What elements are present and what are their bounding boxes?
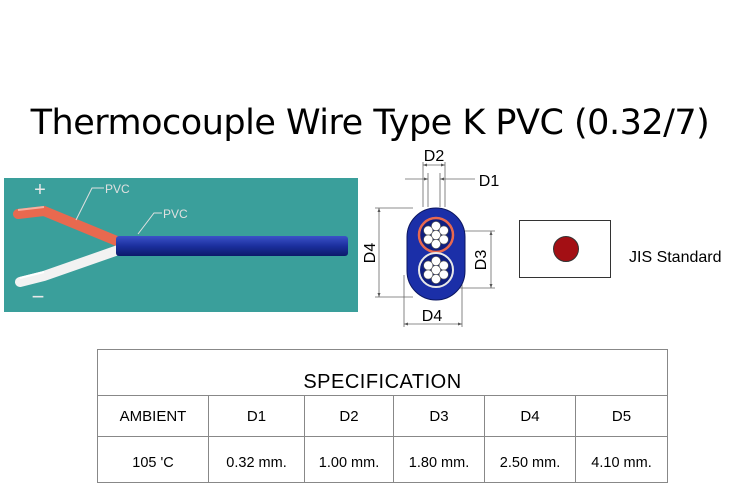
dim-d4-vertical-label: D4 bbox=[362, 243, 379, 264]
wire-illustration: + − PVC PVC bbox=[4, 178, 358, 312]
jis-standard-label: JIS Standard bbox=[629, 249, 722, 266]
callout-line-inner bbox=[75, 187, 104, 221]
callout-line-outer bbox=[137, 212, 162, 235]
header-d5: D5 bbox=[575, 395, 668, 437]
jis-color-dot bbox=[553, 236, 579, 262]
value-ambient: 105 'C bbox=[97, 436, 209, 483]
plus-symbol: + bbox=[34, 179, 46, 201]
spec-title: SPECIFICATION bbox=[97, 349, 668, 396]
specification-table: SPECIFICATION AMBIENT D1 D2 D3 D4 D5 105… bbox=[97, 349, 668, 483]
header-d2: D2 bbox=[304, 395, 394, 437]
spec-header-row: AMBIENT D1 D2 D3 D4 D5 bbox=[97, 395, 668, 437]
minus-symbol: − bbox=[32, 284, 45, 309]
spec-title-row: SPECIFICATION bbox=[97, 349, 668, 396]
value-d3: 1.80 mm. bbox=[393, 436, 485, 483]
value-d5: 4.10 mm. bbox=[575, 436, 668, 483]
header-d1: D1 bbox=[208, 395, 305, 437]
jis-color-swatch bbox=[519, 220, 611, 278]
page-title: Thermocouple Wire Type K PVC (0.32/7) bbox=[30, 103, 710, 143]
negative-lead bbox=[15, 243, 129, 287]
dim-d1-label: D1 bbox=[479, 173, 500, 190]
spec-value-row: 105 'C 0.32 mm. 1.00 mm. 1.80 mm. 2.50 m… bbox=[97, 436, 668, 483]
callout-label-outer: PVC bbox=[163, 207, 188, 221]
header-d3: D3 bbox=[393, 395, 485, 437]
dim-d2-label: D2 bbox=[424, 148, 445, 165]
dim-d3-label: D3 bbox=[473, 250, 490, 271]
cross-section-diagram: D2 D1 D4 D3 D4 bbox=[362, 148, 500, 327]
outer-jacket bbox=[116, 236, 348, 256]
callout-label-inner: PVC bbox=[105, 182, 130, 196]
dim-d4-horizontal-label: D4 bbox=[422, 308, 443, 325]
value-d4: 2.50 mm. bbox=[484, 436, 576, 483]
positive-lead bbox=[13, 205, 129, 249]
header-ambient: AMBIENT bbox=[97, 395, 209, 437]
header-d4: D4 bbox=[484, 395, 576, 437]
value-d1: 0.32 mm. bbox=[208, 436, 305, 483]
value-d2: 1.00 mm. bbox=[304, 436, 394, 483]
